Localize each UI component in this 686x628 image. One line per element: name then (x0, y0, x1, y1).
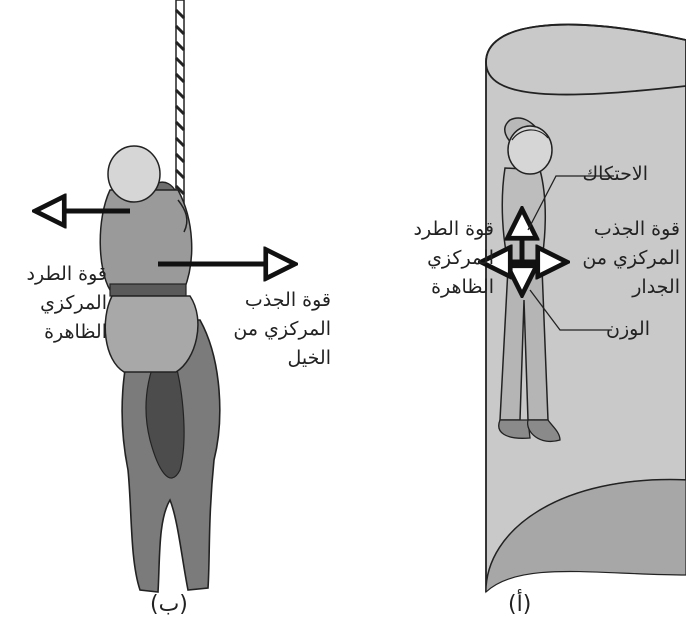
caption-b: (ب) (150, 592, 188, 617)
label-centripetal-horse: قوة الجذب المركزي من الخيل (233, 289, 331, 369)
label-centrifugal-b: قوة الطرد المركزي الظاهرة (26, 263, 108, 343)
label-weight: الوزن (605, 318, 650, 340)
force-arrows-b (38, 211, 292, 264)
label-friction: الاحتكاك (582, 163, 648, 185)
force-arrows-a (484, 212, 564, 292)
rider (99, 145, 199, 373)
label-centripetal-wall: قوة الجذب المركزي من الجدار (582, 218, 680, 298)
label-centrifugal-a: قوة الطرد المركزي الظاهرة (413, 218, 495, 298)
caption-a: (أ) (508, 592, 532, 617)
leader-lines-a (527, 175, 614, 331)
